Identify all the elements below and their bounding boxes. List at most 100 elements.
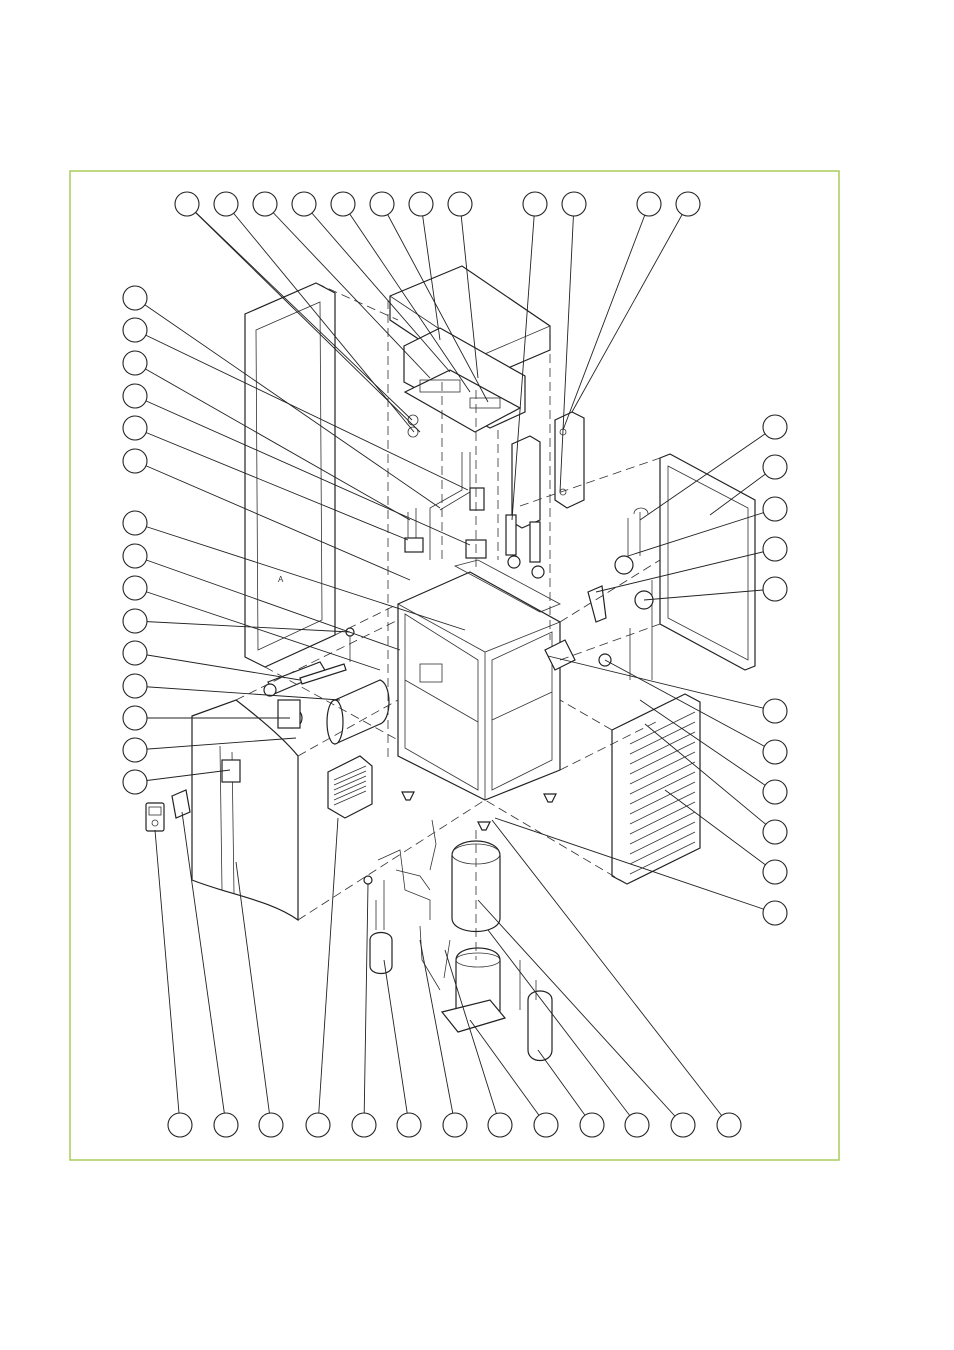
callout-left-8 (122, 543, 148, 569)
leader-line (459, 203, 479, 379)
leader-line (264, 203, 431, 379)
louvre-slat (629, 801, 696, 835)
callout-left-4 (122, 383, 148, 409)
main-chassis (397, 559, 561, 801)
callout-right-4 (762, 536, 788, 562)
electrical-box (327, 755, 373, 819)
callout-right-5 (762, 576, 788, 602)
callout-circles (122, 191, 788, 1138)
grill-slat (333, 770, 367, 786)
callout-top-2 (213, 191, 239, 217)
callout-right-11 (762, 900, 788, 926)
heat-exchanger-block (511, 435, 541, 529)
callout-right-10 (762, 859, 788, 885)
callout-bottom-1 (167, 1112, 193, 1138)
callout-left-12 (122, 673, 148, 699)
leader-line (317, 817, 339, 1126)
leader-line (477, 899, 684, 1126)
callout-bottom-6 (396, 1112, 422, 1138)
refrigerant-pipes (363, 819, 451, 991)
louvre-slat (629, 771, 696, 805)
leader-line (134, 329, 469, 491)
leader-line (134, 522, 466, 631)
callout-right-2 (762, 454, 788, 480)
louvre-slat (629, 751, 696, 785)
callout-bottom-5 (351, 1112, 377, 1138)
leader-line (134, 587, 381, 671)
room-controller (145, 802, 165, 832)
callout-bottom-9 (533, 1112, 559, 1138)
leader-line (235, 861, 272, 1126)
assembly-guide-lines (235, 282, 661, 960)
leader-line (511, 203, 536, 521)
heater-coils (505, 514, 545, 579)
leader-line (181, 811, 227, 1126)
callout-left-13 (122, 705, 148, 731)
receiver-drier (369, 880, 393, 975)
callout-left-14 (122, 737, 148, 763)
callout-bottom-2 (213, 1112, 239, 1138)
leader-line (562, 203, 650, 431)
leader-line (491, 819, 730, 1126)
leader-line (643, 588, 776, 601)
leader-line (559, 203, 575, 493)
callout-left-11 (122, 640, 148, 666)
leader-line (444, 949, 501, 1126)
callout-right-6 (762, 698, 788, 724)
louvre-slat (629, 811, 696, 845)
leader-line (303, 203, 451, 373)
leader-line (420, 203, 441, 341)
leader-line (547, 655, 776, 712)
svg-text:A: A (278, 575, 284, 584)
callout-bottom-7 (442, 1112, 468, 1138)
leader-line (134, 652, 301, 681)
front-panel (191, 699, 299, 922)
callout-left-3 (122, 350, 148, 376)
callout-top-5 (330, 191, 356, 217)
leader-line (342, 203, 471, 393)
callout-bottom-10 (579, 1112, 605, 1138)
leader-line (571, 203, 689, 413)
callout-left-9 (122, 575, 148, 601)
leader-line (627, 508, 776, 557)
leader-line (664, 789, 776, 873)
callout-right-7 (762, 739, 788, 765)
callout-left-7 (122, 510, 148, 536)
control-board (403, 327, 526, 438)
louvre-slat (629, 761, 696, 795)
leader-line (639, 426, 776, 521)
callout-top-4 (291, 191, 317, 217)
leader-line (469, 1019, 547, 1126)
three-way-valve (544, 639, 612, 671)
diagram-frame (69, 170, 840, 1161)
leader-line (639, 699, 776, 793)
leader-line (134, 685, 341, 701)
leader-line (709, 466, 776, 516)
louvre-slat (629, 731, 696, 765)
callout-top-12 (675, 191, 701, 217)
leader-line (134, 620, 351, 633)
sensor-parts (263, 627, 355, 697)
accumulator (519, 960, 553, 1062)
leader-line (134, 555, 401, 651)
callout-left-1 (122, 285, 148, 311)
leader-line (154, 829, 181, 1126)
callout-bottom-4 (305, 1112, 331, 1138)
callout-bottom-11 (624, 1112, 650, 1138)
leader-line (194, 211, 421, 433)
leader-line (487, 929, 638, 1126)
callout-bottom-13 (716, 1112, 742, 1138)
callout-top-9 (522, 191, 548, 217)
callout-left-5 (122, 415, 148, 441)
rear-louvre-panel (611, 693, 701, 885)
louvre-slat (629, 741, 696, 775)
leader-line (494, 817, 776, 914)
callout-top-8 (447, 191, 473, 217)
callout-top-7 (408, 191, 434, 217)
grill-slat (333, 775, 367, 791)
callout-left-2 (122, 317, 148, 343)
louvre-slat (629, 831, 696, 865)
callout-top-1 (174, 191, 200, 217)
leader-line (134, 427, 409, 541)
leader-line (604, 659, 776, 753)
